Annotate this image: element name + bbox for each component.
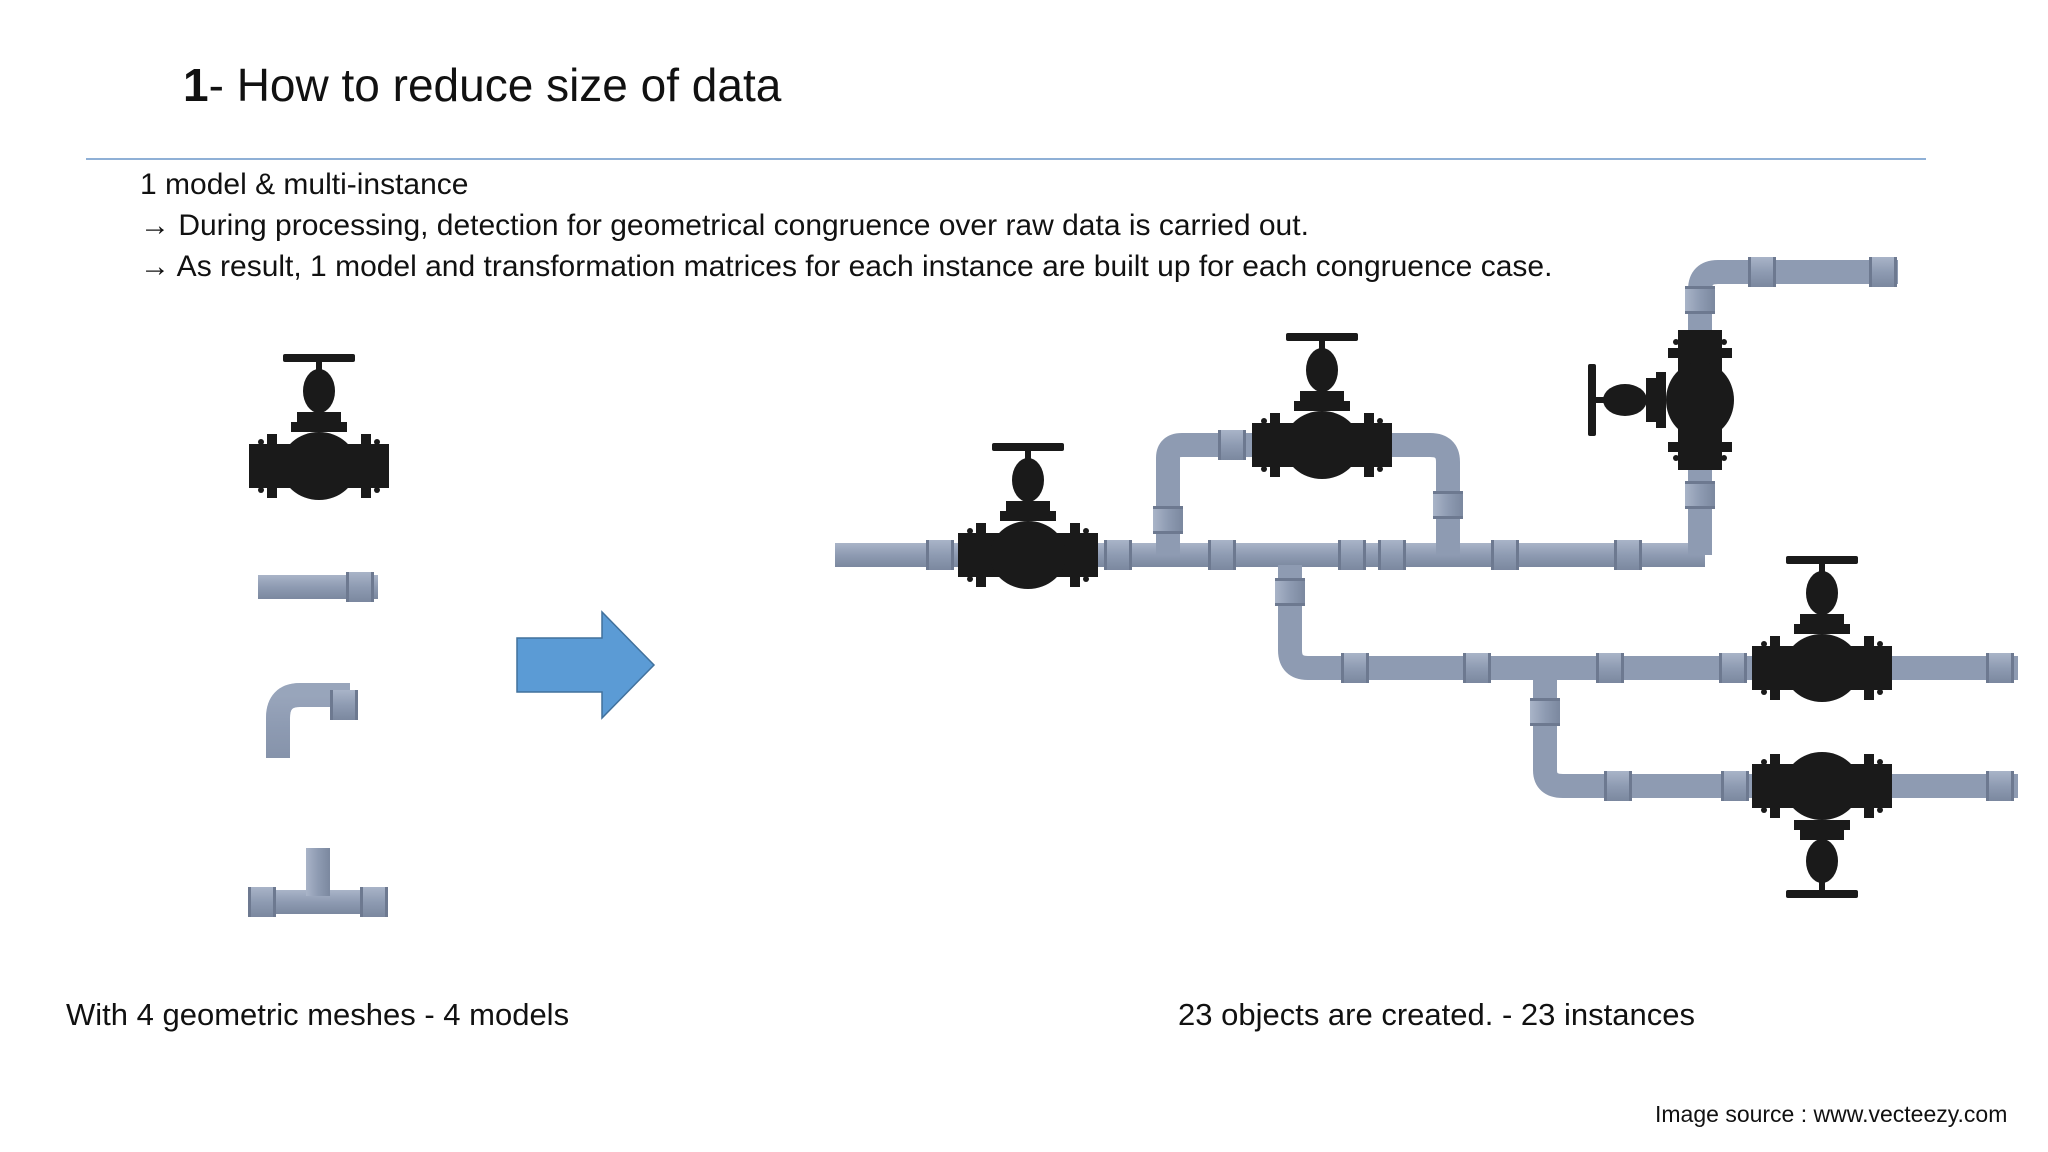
title-number: 1 (183, 59, 209, 111)
model-straight-pipe-icon (258, 572, 378, 602)
network-valve-5-icon (1588, 330, 1734, 470)
model-elbow-pipe-icon (266, 683, 358, 758)
image-source-credit: Image source : www.vecteezy.com (1655, 1101, 2008, 1127)
network-valve-2-icon (1252, 333, 1392, 479)
intro-line-result: → As result, 1 model and transformation … (140, 250, 1553, 283)
caption-instances: 23 objects are created. - 23 instances (1178, 997, 1695, 1032)
network-valve-3-icon (1752, 556, 1892, 702)
intro-heading: 1 model & multi-instance (140, 168, 469, 201)
network-valve-1-icon (958, 443, 1098, 589)
intro-line-detection: → During processing, detection for geome… (140, 209, 1309, 242)
page-title: 1- How to reduce size of data (183, 62, 781, 108)
transform-arrow-icon (516, 610, 656, 720)
model-tee-pipe-icon (248, 848, 388, 917)
title-divider (86, 158, 1926, 160)
network-valve-4-icon (1752, 752, 1892, 898)
title-text: - How to reduce size of data (208, 59, 782, 111)
pipe-network (835, 257, 2018, 898)
model-valve-icon (249, 354, 389, 500)
caption-models: With 4 geometric meshes - 4 models (66, 997, 570, 1032)
